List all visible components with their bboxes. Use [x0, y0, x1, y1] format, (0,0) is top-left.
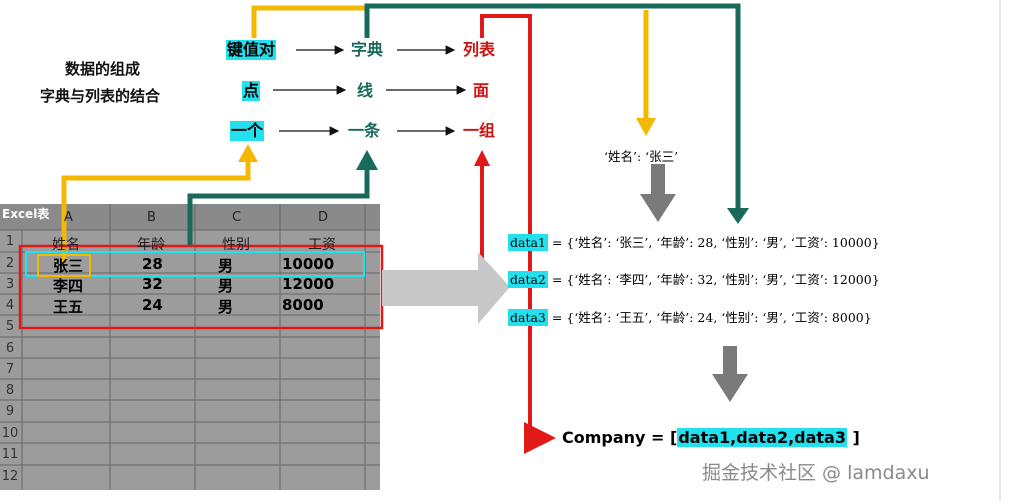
node-list: 列表 [463, 40, 496, 59]
green-arrowhead-up [356, 150, 378, 170]
cell: 男 [218, 257, 234, 275]
cell: 王五 [53, 298, 84, 316]
col-header-d: D [318, 210, 329, 225]
dict-label-2: data2 [508, 271, 548, 288]
cyan-row-box [25, 251, 365, 277]
cell: 8000 [282, 296, 324, 314]
yellow-excel-line [61, 160, 251, 262]
dict-line-1: data1 = {‘姓名’: ‘张三’, ‘年龄’: 28, ‘性别’: ‘男’… [508, 232, 880, 251]
row-num: 12 [1, 469, 19, 484]
gray-down-arrow-1 [640, 194, 676, 222]
yellow-top-line [251, 5, 370, 38]
node-one-group: 一组 [463, 121, 496, 140]
row-num: 11 [1, 447, 19, 462]
row-num: 2 [5, 256, 15, 271]
dict-label-3: data3 [508, 309, 548, 326]
green-top-line [364, 3, 741, 210]
cell: 24 [142, 296, 163, 314]
cell: 10000 [282, 255, 335, 273]
header-age: 年龄 [137, 237, 165, 253]
gray-down-arrow-2 [712, 374, 748, 402]
header-salary: 工资 [308, 237, 336, 253]
dict-text-3: = {‘姓名’: ‘王五’, ‘年龄’: 24, ‘性别’: ‘男’, ‘工资’… [547, 310, 872, 325]
cell: 32 [142, 275, 163, 293]
excel-title: Excel表 [2, 207, 50, 221]
col-header-c: C [232, 210, 242, 225]
company-line: Company = [data1,data2,data3 ] [562, 428, 860, 447]
yellow-cell-box [37, 254, 91, 277]
red-arrowhead-up [474, 150, 490, 166]
cell: 张三 [53, 257, 84, 275]
yellow-arrowhead-up [238, 144, 258, 162]
dict-label-1: data1 [508, 234, 548, 251]
row-num: 10 [1, 426, 19, 441]
dict-line-3: data3 = {‘姓名’: ‘王五’, ‘年龄’: 24, ‘性别’: ‘男’… [508, 307, 872, 326]
node-one: 一个 [230, 121, 265, 141]
node-surface: 面 [473, 81, 490, 100]
row-num: 4 [5, 298, 15, 313]
left-title-2: 字典与列表的结合 [40, 87, 161, 105]
red-excel-line [382, 166, 484, 289]
node-one-row: 一条 [348, 121, 381, 140]
pair-example: ‘姓名’: ‘张三’ [604, 149, 679, 164]
cell: 男 [218, 277, 234, 295]
left-title-1: 数据的组成 [65, 60, 141, 78]
cell: 28 [142, 255, 163, 273]
dict-text-2: = {‘姓名’: ‘李四’, ‘年龄’: 32, ‘性别’: ‘男’, ‘工资’… [547, 272, 880, 287]
big-gray-arrow [382, 252, 510, 324]
node-key-value: 键值对 [226, 40, 277, 60]
company-list: data1,data2,data3 [677, 428, 847, 447]
company-suffix: ] [846, 428, 860, 447]
cell: 男 [218, 298, 234, 316]
cell: 12000 [282, 275, 335, 293]
col-header-a: A [64, 210, 73, 225]
node-dict: 字典 [351, 40, 384, 59]
company-prefix: Company = [ [562, 428, 678, 447]
col-header-b: B [147, 210, 156, 225]
dict-line-2: data2 = {‘姓名’: ‘李四’, ‘年龄’: 32, ‘性别’: ‘男’… [508, 269, 880, 288]
yellow-arrowhead-pair [636, 118, 656, 136]
header-name: 姓名 [52, 237, 80, 253]
row-num: 9 [5, 404, 15, 419]
row-num: 8 [5, 383, 15, 398]
row-num: 7 [5, 362, 15, 377]
green-arrowhead-right [727, 208, 749, 224]
row-num: 5 [5, 319, 15, 334]
watermark: 掘金技术社区 @ lamdaxu [702, 462, 930, 484]
red-top-line [480, 14, 532, 438]
cell: 李四 [53, 277, 84, 295]
row-num: 6 [5, 341, 15, 356]
dict-text-1: = {‘姓名’: ‘张三’, ‘年龄’: 28, ‘性别’: ‘男’, ‘工资’… [547, 235, 880, 250]
node-line: 线 [357, 81, 374, 100]
node-point: 点 [242, 81, 261, 101]
green-excel-line [187, 168, 370, 246]
header-gender: 性别 [222, 237, 250, 253]
row-num: 3 [5, 277, 15, 292]
row-num: 1 [5, 234, 15, 249]
